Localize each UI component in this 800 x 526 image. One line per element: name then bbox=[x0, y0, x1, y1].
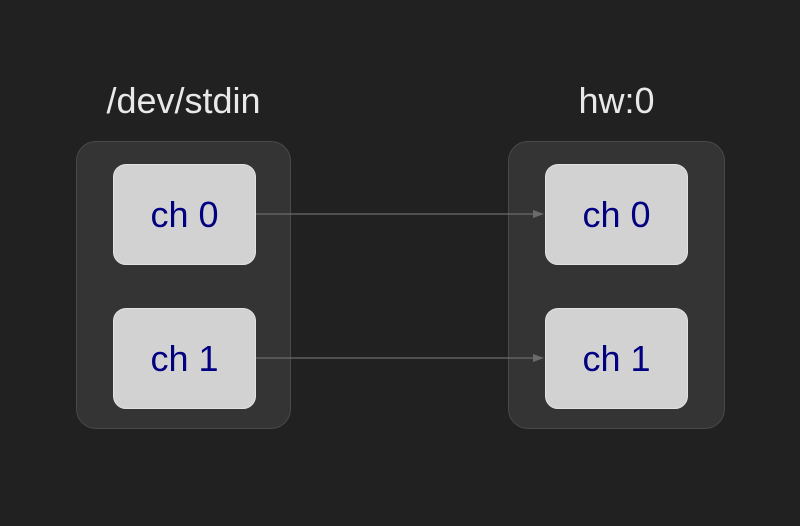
stdin-channel-0-label: ch 0 bbox=[150, 193, 219, 235]
cluster-hw-0: ch 0 ch 1 bbox=[508, 141, 725, 429]
edge-ch1 bbox=[256, 354, 544, 362]
destination-device-title: hw:0 bbox=[578, 80, 655, 121]
source-device-title: /dev/stdin bbox=[106, 80, 261, 121]
edge-ch0 bbox=[256, 210, 544, 218]
stdin-channel-1-label: ch 1 bbox=[150, 337, 219, 379]
hw0-channel-1-label: ch 1 bbox=[582, 337, 651, 379]
stdin-channel-0-box: ch 0 bbox=[113, 164, 256, 265]
stdin-channel-1-box: ch 1 bbox=[113, 308, 256, 409]
cluster-dev-stdin: ch 0 ch 1 bbox=[76, 141, 291, 429]
hw0-channel-0-box: ch 0 bbox=[545, 164, 688, 265]
hw0-channel-0-label: ch 0 bbox=[582, 193, 651, 235]
hw0-channel-1-box: ch 1 bbox=[545, 308, 688, 409]
